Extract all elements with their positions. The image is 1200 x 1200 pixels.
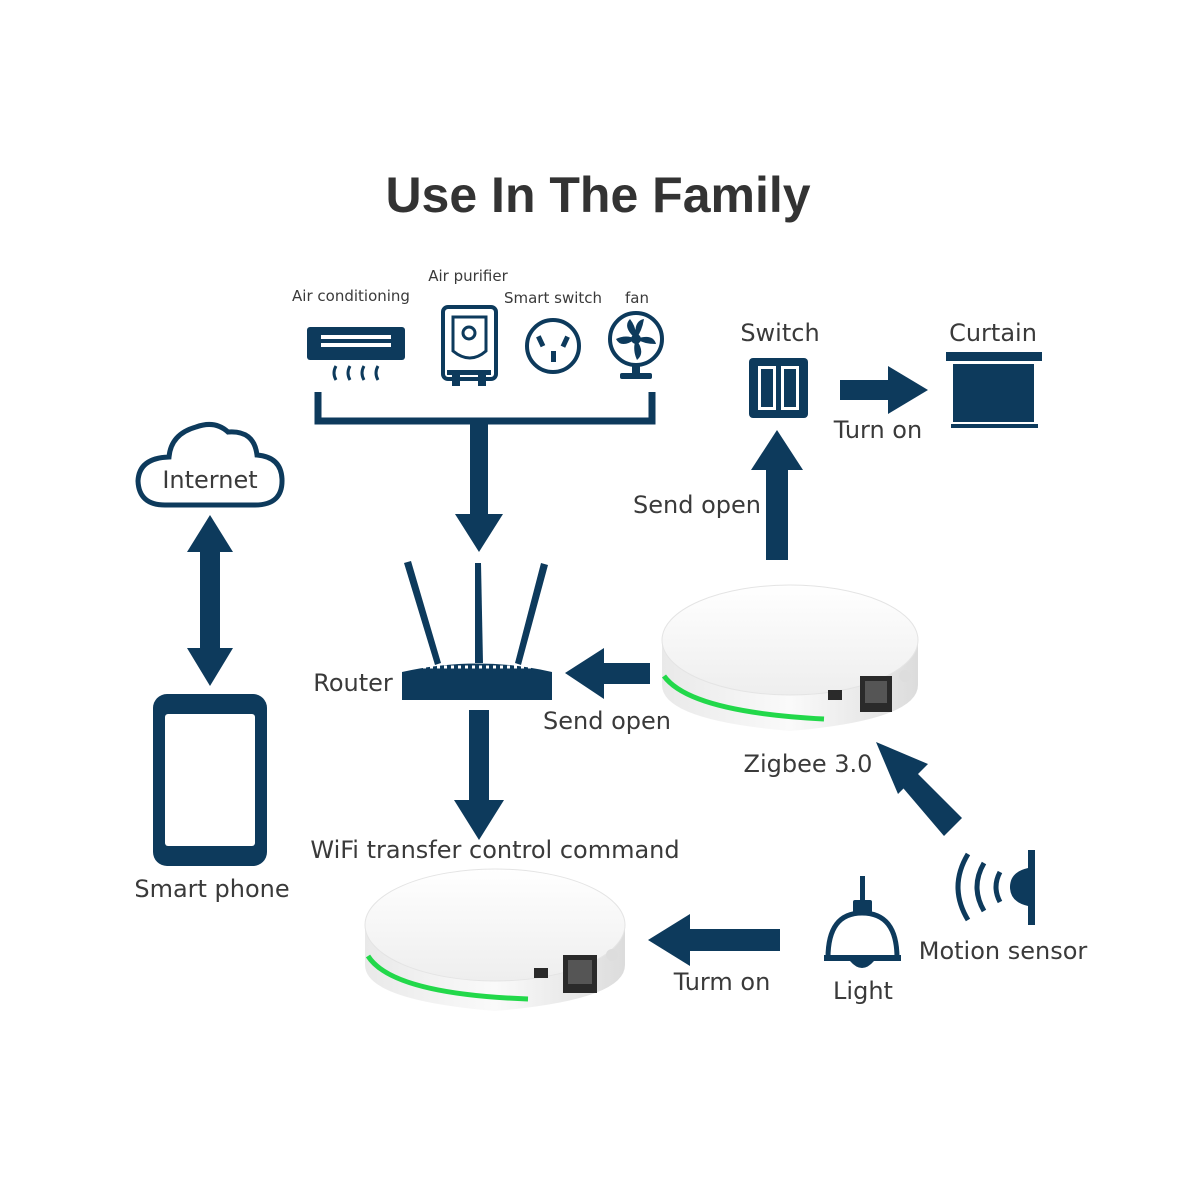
- pendant-light-icon: [824, 876, 901, 968]
- curtain-icon: [946, 352, 1042, 428]
- wifi-transfer-label: WiFi transfer control command: [310, 836, 679, 864]
- arrow-light-to-wifi-hub: [648, 914, 780, 966]
- zigbee-label: Zigbee 3.0: [744, 750, 873, 778]
- arrow-zigbee-to-switch: [751, 430, 803, 560]
- arrow-appliances-to-router: [455, 421, 503, 552]
- motion-sensor-label: Motion sensor: [919, 937, 1088, 965]
- arrow-sensor-to-zigbee: [876, 742, 962, 836]
- air-conditioning-label: Air conditioning: [292, 287, 410, 305]
- arrow-switch-to-curtain: [840, 366, 928, 414]
- motion-sensor-icon: [955, 850, 1035, 925]
- air-conditioner-icon: [307, 327, 405, 381]
- air-purifier-icon: [441, 305, 498, 386]
- smart-switch-label: Smart switch: [504, 289, 602, 307]
- appliance-group: Air conditioning Air purifier Smart swit…: [292, 267, 664, 425]
- wall-switch-icon: [749, 358, 808, 418]
- fan-icon: [608, 311, 664, 379]
- arrow-router-to-wifi-hub: [454, 710, 504, 840]
- arrow-zigbee-to-router: [565, 648, 650, 699]
- arrow-internet-phone: [187, 515, 233, 686]
- internet-label: Internet: [162, 466, 257, 494]
- phone-icon: [153, 694, 267, 866]
- air-purifier-label: Air purifier: [428, 267, 508, 285]
- smart-switch-icon: [525, 318, 581, 374]
- send-open-router-label: Send open: [543, 707, 671, 735]
- send-open-top-label: Send open: [633, 491, 761, 519]
- fan-label: fan: [625, 289, 649, 307]
- zigbee-hub-icon: [661, 584, 919, 731]
- switch-label: Switch: [740, 319, 819, 347]
- router-icon: [402, 561, 552, 700]
- curtain-label: Curtain: [949, 319, 1037, 347]
- wifi-hub-icon: [364, 868, 626, 1011]
- page-title: Use In The Family: [385, 167, 810, 223]
- cloud-icon: Internet: [135, 421, 285, 508]
- light-label: Light: [833, 977, 893, 1005]
- turn-on-light-label: Turm on: [673, 968, 771, 996]
- smart-phone-label: Smart phone: [134, 875, 289, 903]
- router-label: Router: [313, 669, 393, 697]
- turn-on-curtain-label: Turn on: [833, 416, 922, 444]
